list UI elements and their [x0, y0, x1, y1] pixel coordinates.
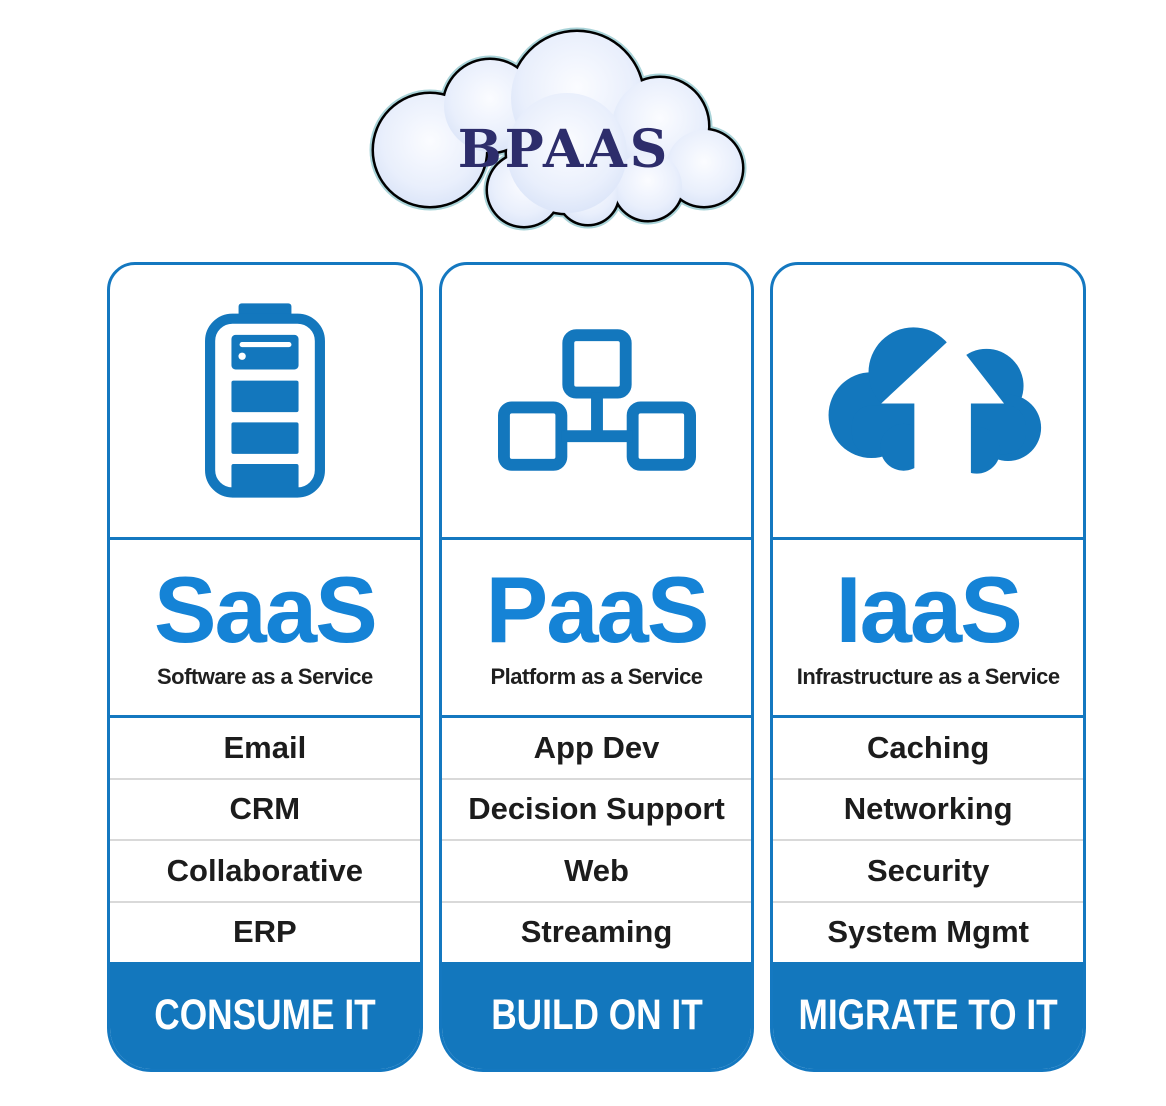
paas-icon-section	[441, 265, 752, 540]
list-item: CRM	[110, 777, 420, 840]
iaas-title-section: IaaS Infrastructure as a Service	[773, 540, 1084, 718]
card-subtitle: Software as a Service	[156, 664, 373, 690]
bpaas-label: BPAAS	[457, 118, 671, 180]
list-item: Security	[773, 839, 1084, 901]
list-item: Web	[441, 839, 752, 901]
paas-title-section: PaaS Platform as a Service	[441, 540, 752, 718]
banner-label: CONSUME IT	[154, 991, 376, 1039]
cloud-upload-icon	[828, 327, 1042, 484]
card-subtitle: Platform as a Service	[490, 664, 703, 690]
list-item: ERP	[110, 900, 420, 963]
iaas-banner: MIGRATE TO IT	[773, 962, 1084, 1069]
list-item: Streaming	[441, 900, 752, 963]
paas-banner: BUILD ON IT	[441, 962, 752, 1069]
saas-title-section: SaaS Software as a Service	[110, 540, 420, 718]
paas-feature-list: App Dev Decision Support Web Streaming	[441, 718, 752, 963]
list-item: Email	[223, 729, 307, 765]
banner-label: MIGRATE TO IT	[798, 991, 1058, 1039]
cards-row: SaaS Software as a Service Email CRM Col…	[107, 262, 1087, 1072]
cloud-shape	[369, 27, 747, 231]
saas-icon-section	[110, 265, 420, 540]
banner-label: BUILD ON IT	[490, 991, 703, 1039]
card-title: PaaS	[485, 556, 710, 662]
card-saas: SaaS Software as a Service Email CRM Col…	[107, 262, 423, 1072]
card-title: SaaS	[153, 556, 378, 662]
iaas-icon-section	[773, 265, 1084, 540]
saas-banner: CONSUME IT	[110, 962, 420, 1069]
list-item: Collaborative	[110, 839, 420, 901]
network-nodes-icon	[497, 329, 696, 471]
list-item: Caching	[867, 729, 990, 765]
list-item: App Dev	[533, 729, 660, 765]
card-subtitle: Infrastructure as a Service	[796, 664, 1060, 690]
list-item: Networking	[773, 777, 1084, 840]
card-paas: PaaS Platform as a Service App Dev Decis…	[438, 262, 755, 1072]
server-icon	[204, 303, 325, 498]
list-item: Decision Support	[441, 777, 752, 840]
iaas-feature-list: Caching Networking Security System Mgmt	[773, 718, 1084, 963]
bpaas-cloud: BPAAS	[352, 18, 776, 244]
list-item: System Mgmt	[773, 900, 1084, 963]
card-iaas: IaaS Infrastructure as a Service Caching…	[770, 262, 1087, 1072]
card-title: IaaS	[835, 556, 1022, 662]
saas-feature-list: Email CRM Collaborative ERP	[110, 718, 420, 962]
